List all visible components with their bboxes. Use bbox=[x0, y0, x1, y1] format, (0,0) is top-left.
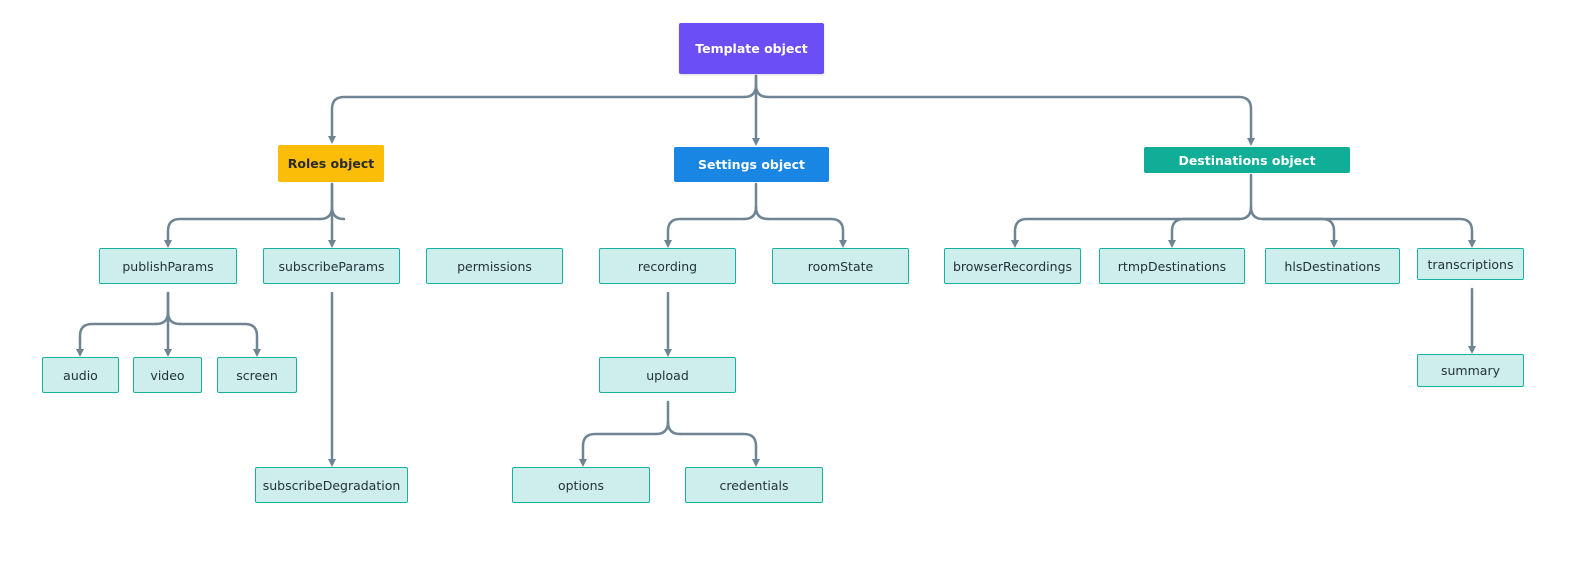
credentials-node[interactable]: credentials bbox=[685, 467, 823, 503]
connector-destinations-arrow-1 bbox=[1168, 217, 1241, 248]
connector-settings-arrow-0 bbox=[664, 217, 746, 248]
upload-node[interactable]: upload bbox=[599, 357, 736, 393]
connector-destinations-stem-left bbox=[1237, 173, 1253, 221]
publish-params-node[interactable]: publishParams bbox=[99, 248, 237, 284]
destinations-object-node[interactable]: Destinations object bbox=[1144, 147, 1350, 173]
connector-destinations-arrow-0 bbox=[1011, 217, 1241, 248]
screen-node[interactable]: screen bbox=[217, 357, 297, 393]
connector-settings-arrow-1 bbox=[766, 217, 847, 248]
roles-object-node[interactable]: Roles object bbox=[278, 145, 384, 182]
connector-upload-arrow-0 bbox=[579, 432, 658, 467]
subscribe-degradation-node[interactable]: subscribeDegradation bbox=[255, 467, 408, 503]
video-node[interactable]: video bbox=[133, 357, 202, 393]
connector-template-arrow-2 bbox=[766, 95, 1255, 146]
connector-settings-stem-right bbox=[754, 205, 770, 221]
connector-publish-arrow-0 bbox=[76, 322, 158, 357]
connector-destinations-arrow-2 bbox=[1261, 217, 1338, 248]
connector-destinations-stem-right bbox=[1249, 205, 1265, 221]
connector-destinations-arrow-3 bbox=[1261, 217, 1476, 248]
connector-template-arrow-0 bbox=[328, 95, 746, 144]
subscribe-params-node[interactable]: subscribeParams bbox=[263, 248, 400, 284]
connector-publish-stem-right bbox=[166, 310, 182, 326]
connector-upload-stem-right bbox=[666, 420, 682, 436]
options-node[interactable]: options bbox=[512, 467, 650, 503]
permissions-node[interactable]: permissions bbox=[426, 248, 563, 284]
transcriptions-node[interactable]: transcriptions bbox=[1417, 248, 1524, 280]
connector-template-stem-left bbox=[742, 74, 758, 99]
connector-roles-arrow-0 bbox=[164, 217, 322, 248]
connector-upload-arrow-1 bbox=[678, 432, 760, 467]
connector-settings-stem-left bbox=[742, 182, 758, 221]
connector-roles-stem-left bbox=[318, 182, 334, 221]
summary-node[interactable]: summary bbox=[1417, 354, 1524, 387]
rtmp-destinations-node[interactable]: rtmpDestinations bbox=[1099, 248, 1245, 284]
browser-recordings-node[interactable]: browserRecordings bbox=[944, 248, 1081, 284]
connector-upload-stem-left bbox=[654, 400, 670, 436]
template-object-node[interactable]: Template object bbox=[679, 23, 824, 74]
connector-template-stem-right bbox=[754, 83, 770, 99]
connector-roles-stem-right bbox=[330, 205, 346, 221]
room-state-node[interactable]: roomState bbox=[772, 248, 909, 284]
recording-node[interactable]: recording bbox=[599, 248, 736, 284]
connector-publish-arrow-2 bbox=[178, 322, 261, 357]
connector-publish-stem-left bbox=[154, 291, 170, 326]
audio-node[interactable]: audio bbox=[42, 357, 119, 393]
hls-destinations-node[interactable]: hlsDestinations bbox=[1265, 248, 1400, 284]
settings-object-node[interactable]: Settings object bbox=[674, 147, 829, 182]
